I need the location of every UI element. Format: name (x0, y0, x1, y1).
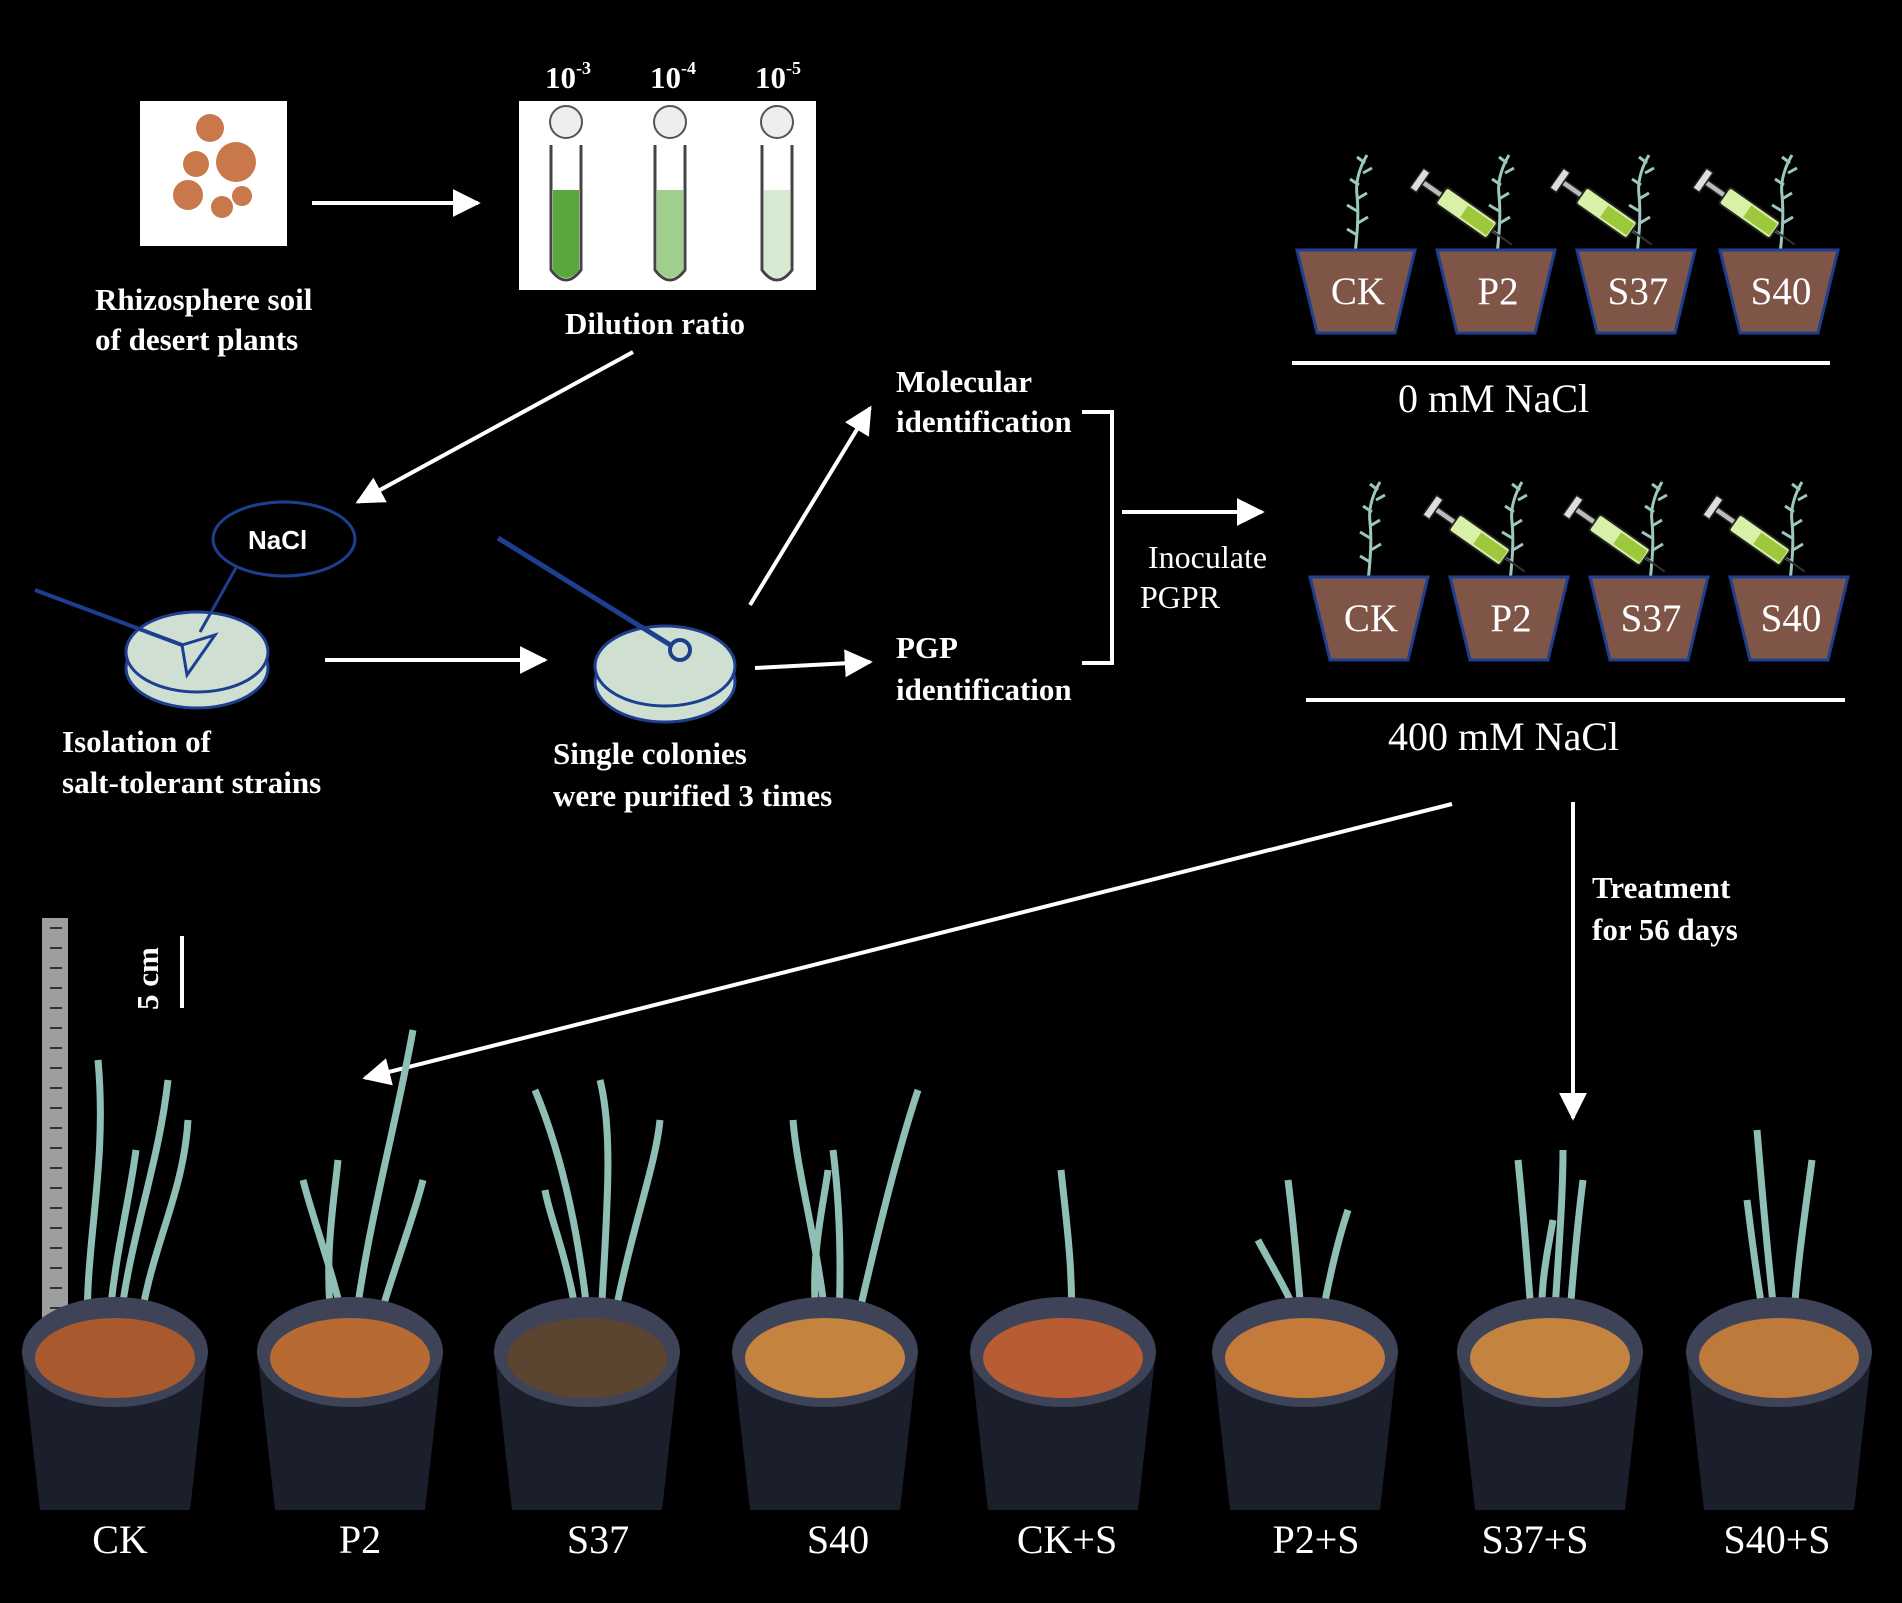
tube-liquid-2 (657, 190, 683, 278)
measuring-ruler (42, 918, 68, 1358)
dilution-caption: Dilution ratio (565, 306, 745, 341)
inoculate-label-line2: PGPR (1140, 579, 1221, 615)
pot-label: S40 (1761, 597, 1822, 640)
plant-photo (22, 1029, 1872, 1510)
potted-plant-s40 (732, 1088, 922, 1510)
pot-row-0mm: CK P2 S37 S40 (1295, 153, 1840, 335)
potted-plant-ck (22, 1059, 208, 1510)
streak-mark (180, 632, 219, 679)
pot-label: P2 (1477, 270, 1518, 313)
isolation-plate (34, 588, 270, 710)
photo-label-p2: P2 (339, 1517, 381, 1562)
inoculate-label-line1: Inoculate (1148, 539, 1267, 575)
pot-s40-400mm: S40 (1701, 480, 1850, 662)
pot-ck-400mm: CK (1308, 480, 1430, 662)
photo-label-p2-s: P2+S (1272, 1517, 1359, 1562)
purification-loop (496, 535, 674, 649)
purification-caption-line1: Single colonies (553, 736, 747, 771)
photo-label-ck-s: CK+S (1017, 1517, 1117, 1562)
tube-liquid-3 (764, 190, 790, 278)
photo-label-s37: S37 (567, 1517, 629, 1562)
pot-row-400mm: CK P2 S37 S40 (1308, 480, 1850, 662)
scale-bar: 5 cm (130, 936, 184, 1010)
inoculation-loop (34, 588, 183, 647)
single-colony (668, 638, 692, 662)
purification-caption-line2: were purified 3 times (553, 778, 832, 813)
dilution-panel (519, 101, 816, 290)
soil-caption-line1: Rhizosphere soil (95, 282, 313, 317)
dilution-ratio-label-3: 10-5 (755, 58, 801, 95)
test-tube-1 (549, 105, 583, 282)
pot-label: S37 (1621, 597, 1682, 640)
treatment-label-line1: Treatment (1592, 870, 1731, 905)
condition-label-0mm: 0 mM NaCl (1398, 376, 1589, 421)
molecular-label-line1: Molecular (896, 364, 1032, 399)
purification-plate (496, 535, 737, 724)
nacl-bubble: NaCl (198, 500, 357, 633)
isolation-caption-line1: Isolation of (62, 724, 212, 759)
treatment-label-line2: for 56 days (1592, 912, 1738, 947)
arrow-to-photo-left (362, 802, 1453, 1086)
pot-s40-0mm: S40 (1691, 153, 1840, 335)
arrow-to-pgp (754, 649, 873, 678)
pot-ck-0mm: CK (1295, 153, 1417, 335)
molecular-label-line2: identification (896, 404, 1072, 439)
potted-plant-p2 (257, 1029, 443, 1510)
soil-caption-line2: of desert plants (95, 322, 298, 357)
arrow-dilution-to-isolation (355, 350, 634, 504)
nacl-bubble-label: NaCl (248, 525, 307, 555)
pot-label: P2 (1490, 597, 1531, 640)
potted-plant-ck-s (970, 1169, 1156, 1510)
pot-label: S37 (1608, 270, 1669, 313)
potted-plant-s37-s (1457, 1149, 1643, 1510)
pot-s37-0mm: S37 (1548, 153, 1697, 335)
pot-label: CK (1331, 270, 1385, 313)
potted-plant-p2-s (1212, 1179, 1398, 1510)
test-tube-2 (653, 105, 687, 282)
pgp-label-line1: PGP (896, 630, 958, 665)
photo-label-s40-s: S40+S (1723, 1517, 1830, 1562)
potted-plant-s37 (494, 1079, 680, 1510)
potted-plant-s40-s (1686, 1129, 1872, 1510)
photo-label-s40: S40 (807, 1517, 869, 1562)
pgp-label-line2: identification (896, 672, 1072, 707)
soil-sample (140, 101, 287, 246)
pot-s37-400mm: S37 (1561, 480, 1710, 662)
photo-label-s37-s: S37+S (1481, 1517, 1588, 1562)
tube-liquid-1 (553, 190, 579, 278)
arrow-to-molecular (748, 405, 872, 607)
dilution-ratio-label-1: 10-3 (545, 58, 591, 95)
photo-label-row: CK P2 S37 S40 CK+S P2+S S37+S S40+S (92, 1517, 1830, 1562)
scale-bar-label: 5 cm (130, 947, 165, 1010)
test-tube-3 (760, 105, 794, 282)
pot-label: CK (1344, 597, 1398, 640)
condition-label-400mm: 400 mM NaCl (1388, 714, 1619, 759)
pot-p2-400mm: P2 (1421, 480, 1570, 662)
pot-label: S40 (1751, 270, 1812, 313)
dilution-ratio-label-2: 10-4 (650, 58, 696, 95)
isolation-caption-line2: salt-tolerant strains (62, 765, 321, 800)
pot-p2-0mm: P2 (1408, 153, 1557, 335)
soil-colony-spots (173, 114, 256, 218)
identification-bracket (1082, 410, 1114, 665)
photo-label-ck: CK (92, 1517, 148, 1562)
